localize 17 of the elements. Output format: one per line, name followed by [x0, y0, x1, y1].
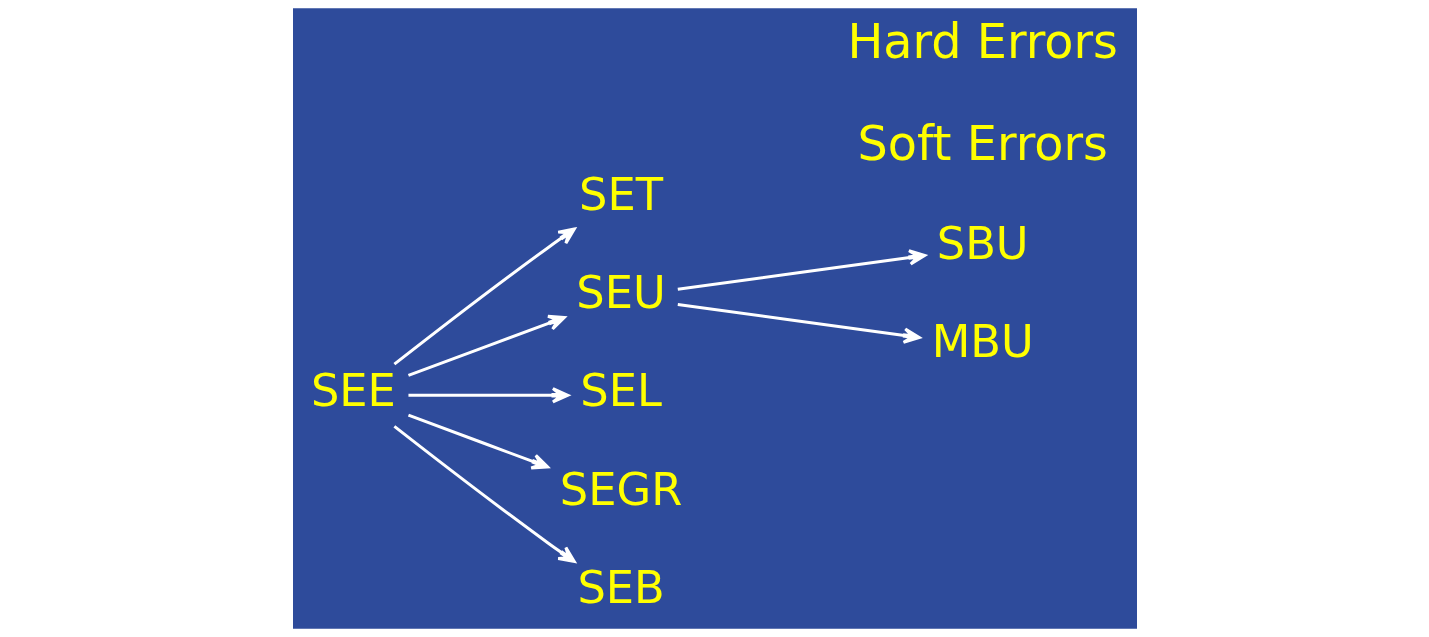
arrow [407, 413, 549, 470]
node-text: SEL [579, 364, 662, 418]
node-text: SEE [310, 364, 396, 418]
arrow [407, 387, 569, 404]
node-text: SEGR [559, 462, 682, 516]
arrow [677, 302, 921, 344]
node-text: SBU [936, 216, 1029, 270]
label: Hard Errors [846, 14, 1118, 70]
node-text: MBU [931, 315, 1034, 369]
arrow [392, 425, 576, 563]
arrow [392, 227, 576, 366]
node-text: SEB [576, 561, 665, 615]
label: Soft Errors [856, 115, 1108, 171]
node-text: SEU [575, 266, 666, 320]
arrow [407, 314, 566, 377]
arrow [677, 249, 926, 291]
node-text: SET [578, 167, 663, 221]
